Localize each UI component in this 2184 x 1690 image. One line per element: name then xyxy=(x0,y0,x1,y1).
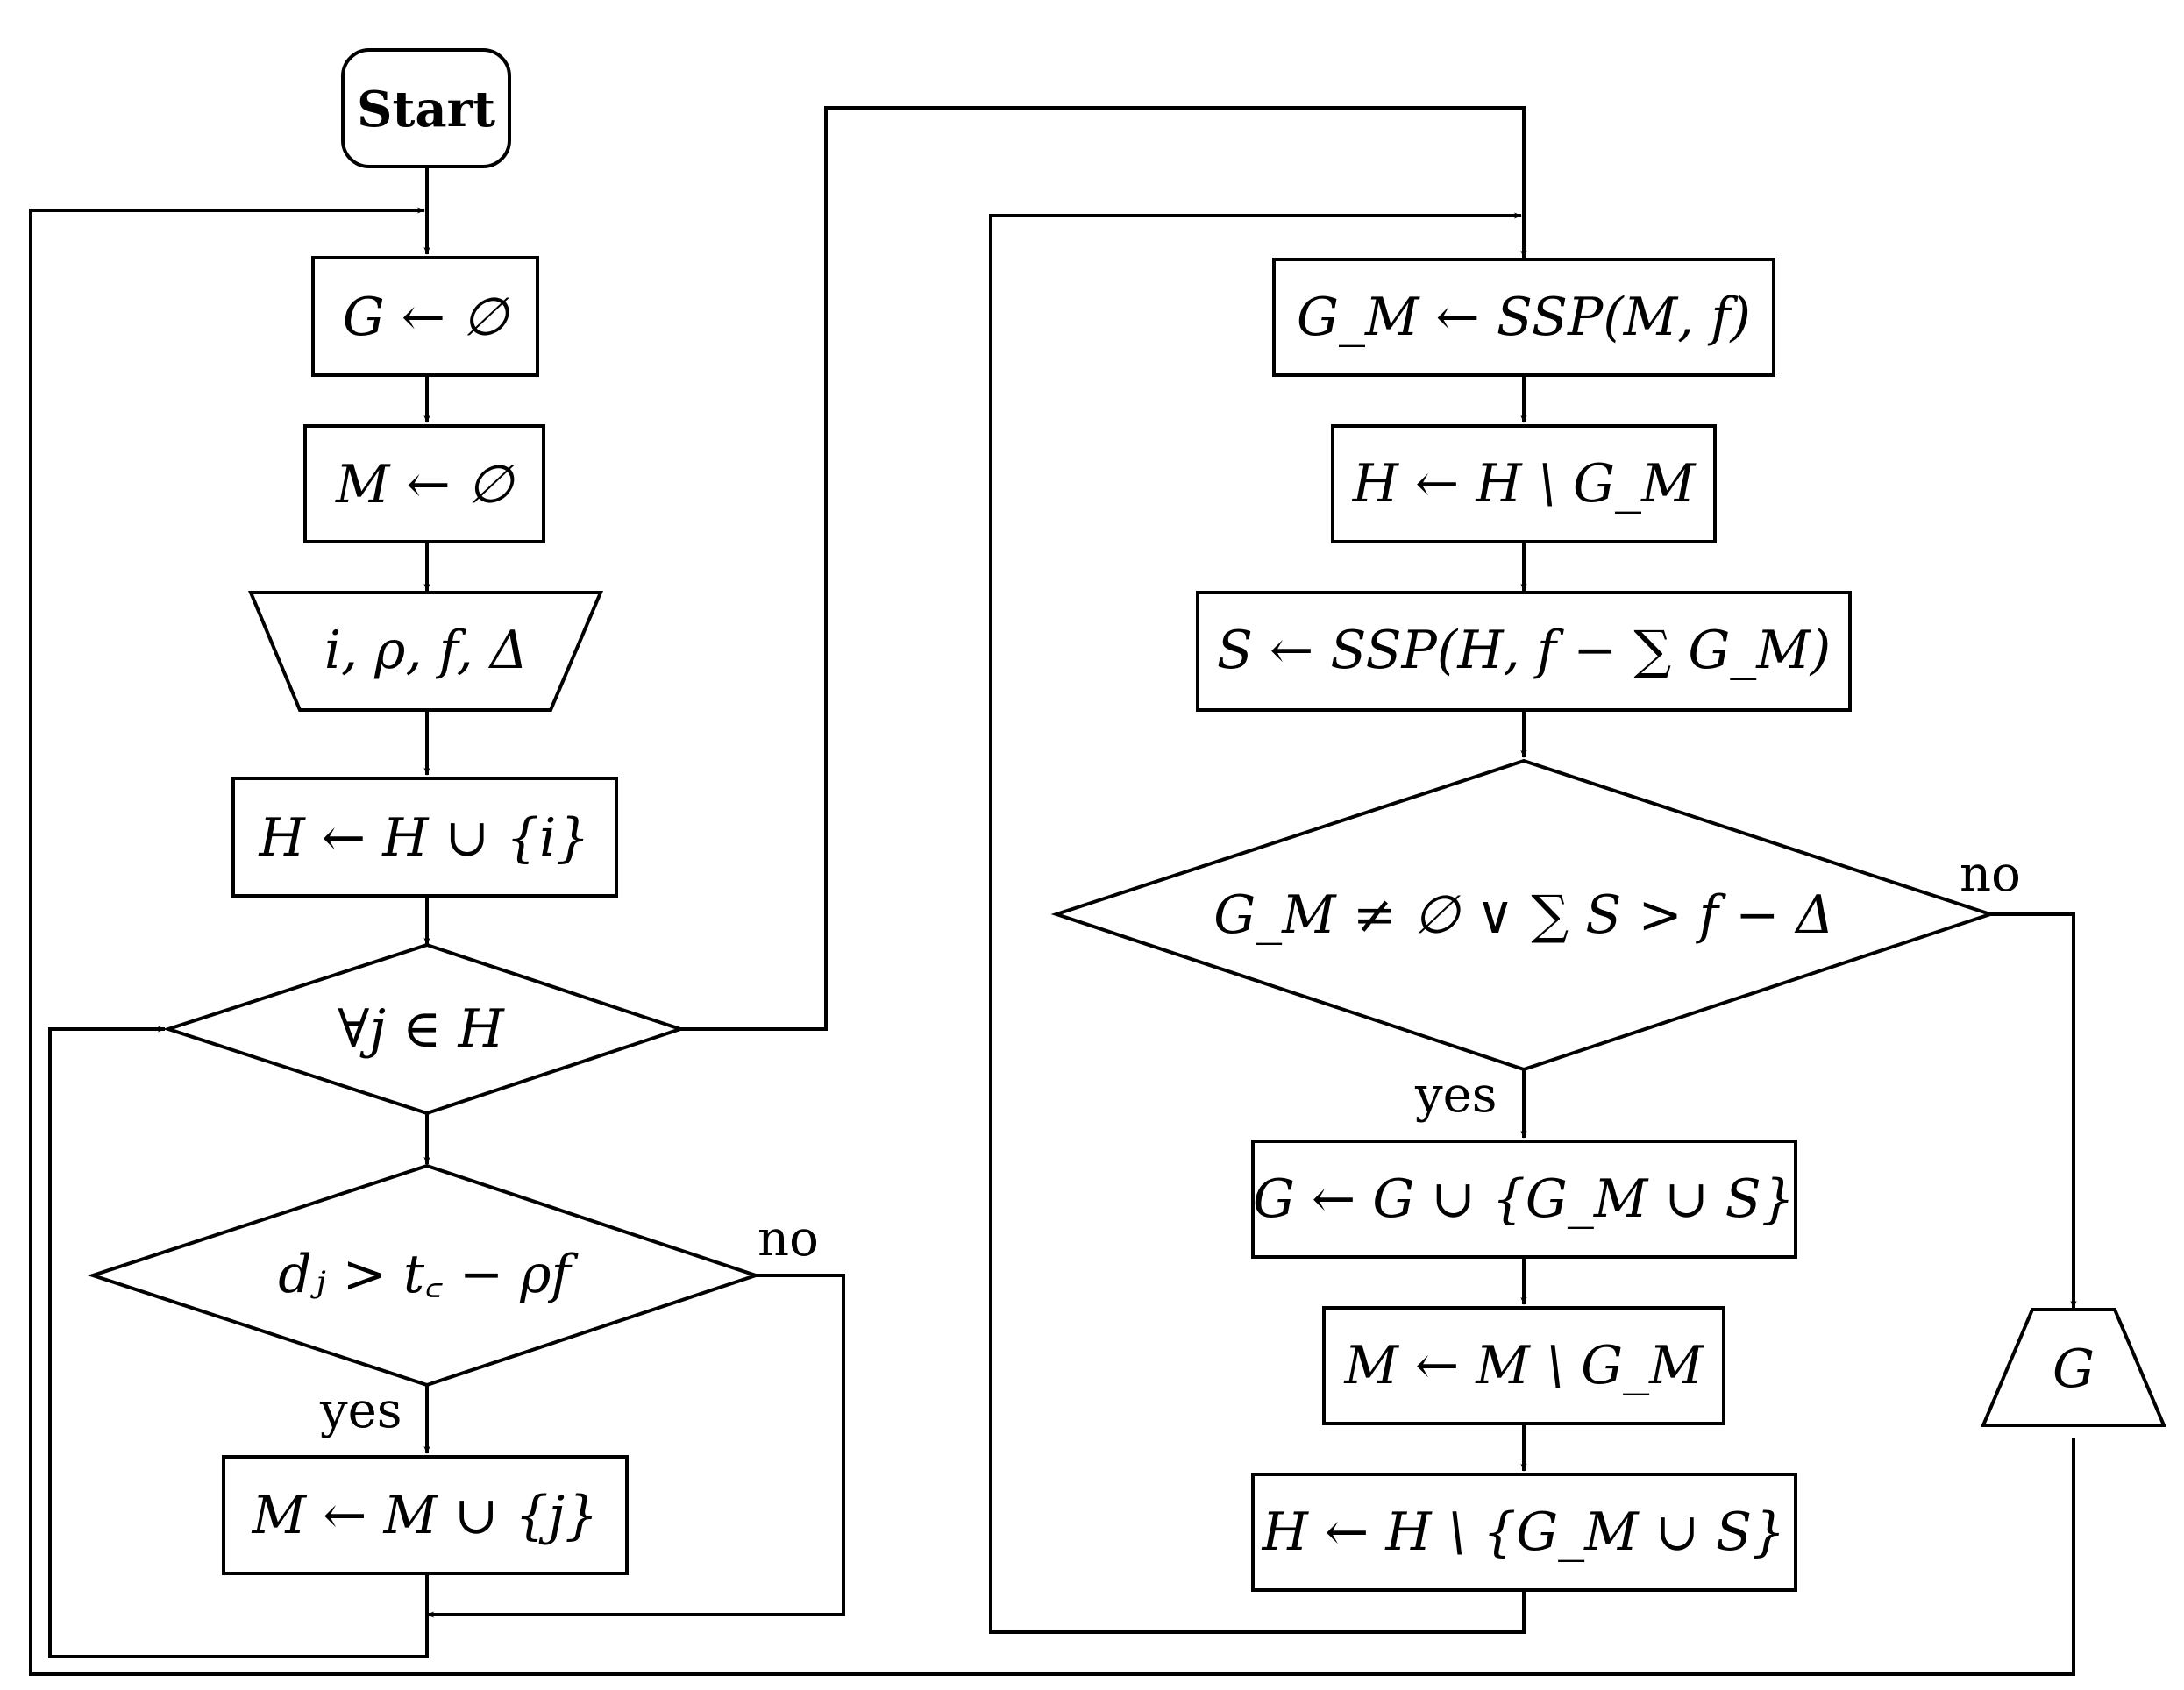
output-node-label: G xyxy=(2052,1339,2095,1400)
decision-forall-label: ∀j ∈ H xyxy=(338,998,505,1060)
process-m-add-label: M ← M ∪ {j} xyxy=(252,1485,599,1546)
decision-group-label: G_M ≠ ∅ ∨ ∑ S > f − Δ xyxy=(1213,884,1834,946)
start-label: Start xyxy=(357,81,495,138)
process-m-minus-gm: M ← M \ G_M xyxy=(1322,1306,1725,1425)
label-no-threshold: no xyxy=(758,1211,819,1268)
process-s-ssp: S ← SSP(H, f − ∑ G_M) xyxy=(1196,591,1852,712)
edge-loop-back-to-forall xyxy=(48,1026,429,1658)
output-node: G xyxy=(1980,1308,2167,1427)
edge-forall-done-to-gm xyxy=(680,106,1527,1031)
process-m-init: M ← ∅ xyxy=(303,424,545,543)
decision-threshold-label: dⱼ > t꜀ − ρf xyxy=(278,1244,579,1305)
decision-forall: ∀j ∈ H xyxy=(162,942,687,1116)
edge-h-remove-loop-to-gm xyxy=(989,212,1526,1634)
process-m-init-label: M ← ∅ xyxy=(335,454,516,515)
process-h-remove: H ← H \ {G_M ∪ S} xyxy=(1251,1473,1797,1592)
label-yes-threshold: yes xyxy=(319,1382,402,1439)
process-h-remove-label: H ← H \ {G_M ∪ S} xyxy=(1262,1502,1786,1563)
decision-threshold: dⱼ > t꜀ − ρf xyxy=(87,1163,762,1388)
process-g-init-label: G ← ∅ xyxy=(343,287,510,348)
decision-group: G_M ≠ ∅ ∨ ∑ S > f − Δ xyxy=(1050,758,1996,1072)
edge-return-to-g-init xyxy=(29,207,2075,1676)
process-m-minus-gm-label: M ← M \ G_M xyxy=(1343,1335,1704,1396)
process-h-minus-gm: H ← H \ G_M xyxy=(1331,424,1717,543)
edge-cond-no-to-merge xyxy=(426,1274,845,1618)
start-node: Start xyxy=(341,48,511,168)
edges xyxy=(29,106,2077,1676)
process-g-update-label: G ← G ∪ {G_M ∪ S} xyxy=(1253,1168,1795,1230)
process-gm-ssp-label: G_M ← SSP(M, f) xyxy=(1297,287,1751,348)
edge-cond2-no-to-output xyxy=(1990,912,2077,1309)
process-g-init: G ← ∅ xyxy=(311,256,539,377)
process-g-update: G ← G ∪ {G_M ∪ S} xyxy=(1251,1140,1797,1259)
label-yes-group: yes xyxy=(1414,1067,1497,1124)
process-m-add: M ← M ∪ {j} xyxy=(222,1455,629,1575)
process-gm-ssp: G_M ← SSP(M, f) xyxy=(1272,258,1775,377)
process-h-add-label: H ← H ∪ {i} xyxy=(258,807,589,869)
label-no-group: no xyxy=(1960,846,2021,903)
input-node: i, ρ, f, Δ xyxy=(247,591,604,712)
input-node-label: i, ρ, f, Δ xyxy=(324,620,528,681)
process-s-ssp-label: S ← SSP(H, f − ∑ G_M) xyxy=(1217,620,1831,681)
process-h-minus-gm-label: H ← H \ G_M xyxy=(1352,453,1697,515)
process-h-add: H ← H ∪ {i} xyxy=(231,777,618,898)
